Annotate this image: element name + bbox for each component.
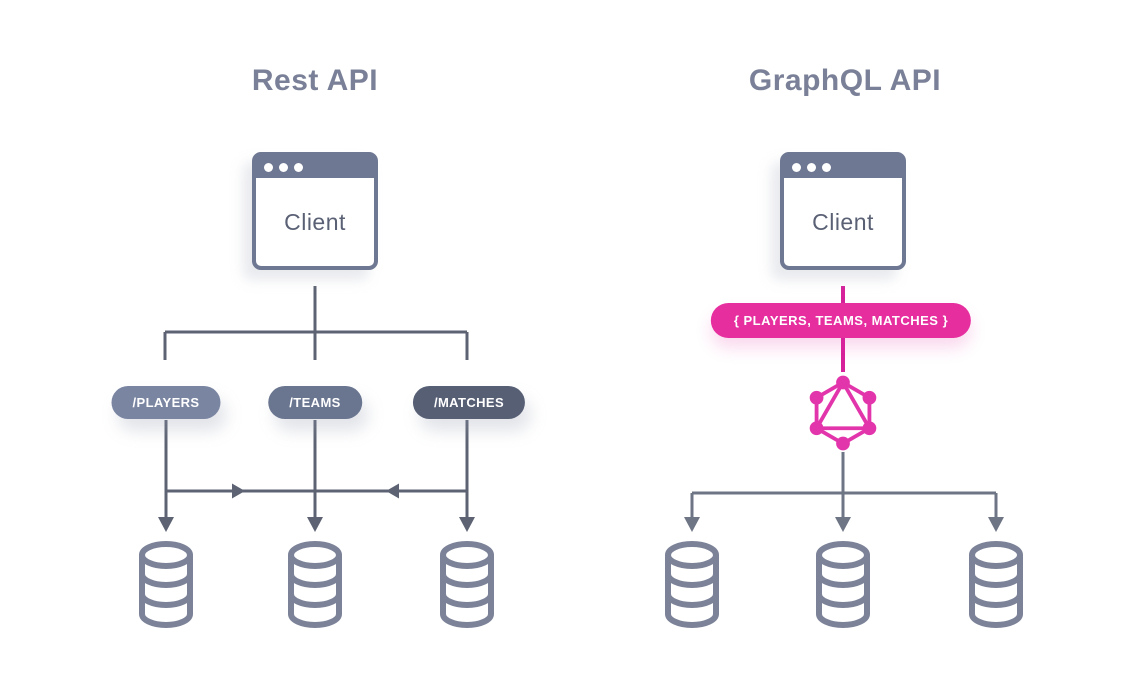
rest-connector-tree xyxy=(163,286,469,518)
window-dot-icon xyxy=(822,162,831,172)
database-icon xyxy=(288,541,342,628)
window-titlebar xyxy=(256,156,374,178)
client-label: Client xyxy=(812,208,874,235)
window-dot-icon xyxy=(264,162,273,172)
endpoint-pill-players: /PLAYERS xyxy=(111,386,221,419)
database-icon xyxy=(139,541,193,628)
client-label: Client xyxy=(284,208,346,235)
window-dot-icon xyxy=(294,162,303,172)
rest-client-window: Client xyxy=(252,152,378,270)
endpoint-pill-matches: /MATCHES xyxy=(412,386,526,419)
graphql-arrowheads xyxy=(684,517,1004,532)
graphql-query-pill: { PLAYERS, TEAMS, MATCHES } xyxy=(710,303,972,338)
rest-api-title: Rest API xyxy=(251,64,379,97)
database-icon xyxy=(816,541,870,628)
graphql-connector-tree xyxy=(690,452,998,518)
window-dot-icon xyxy=(279,162,288,172)
window-dot-icon xyxy=(792,162,801,172)
database-icon xyxy=(969,541,1023,628)
database-icon xyxy=(440,541,494,628)
graphql-client-window: Client xyxy=(780,152,906,270)
window-dot-icon xyxy=(807,162,816,172)
window-titlebar xyxy=(784,156,902,178)
rest-arrowheads xyxy=(158,483,475,532)
endpoint-pill-teams: /TEAMS xyxy=(268,386,362,419)
graphql-logo-icon xyxy=(809,375,877,451)
database-icon xyxy=(665,541,719,628)
graphql-api-title: GraphQL API xyxy=(748,64,942,97)
